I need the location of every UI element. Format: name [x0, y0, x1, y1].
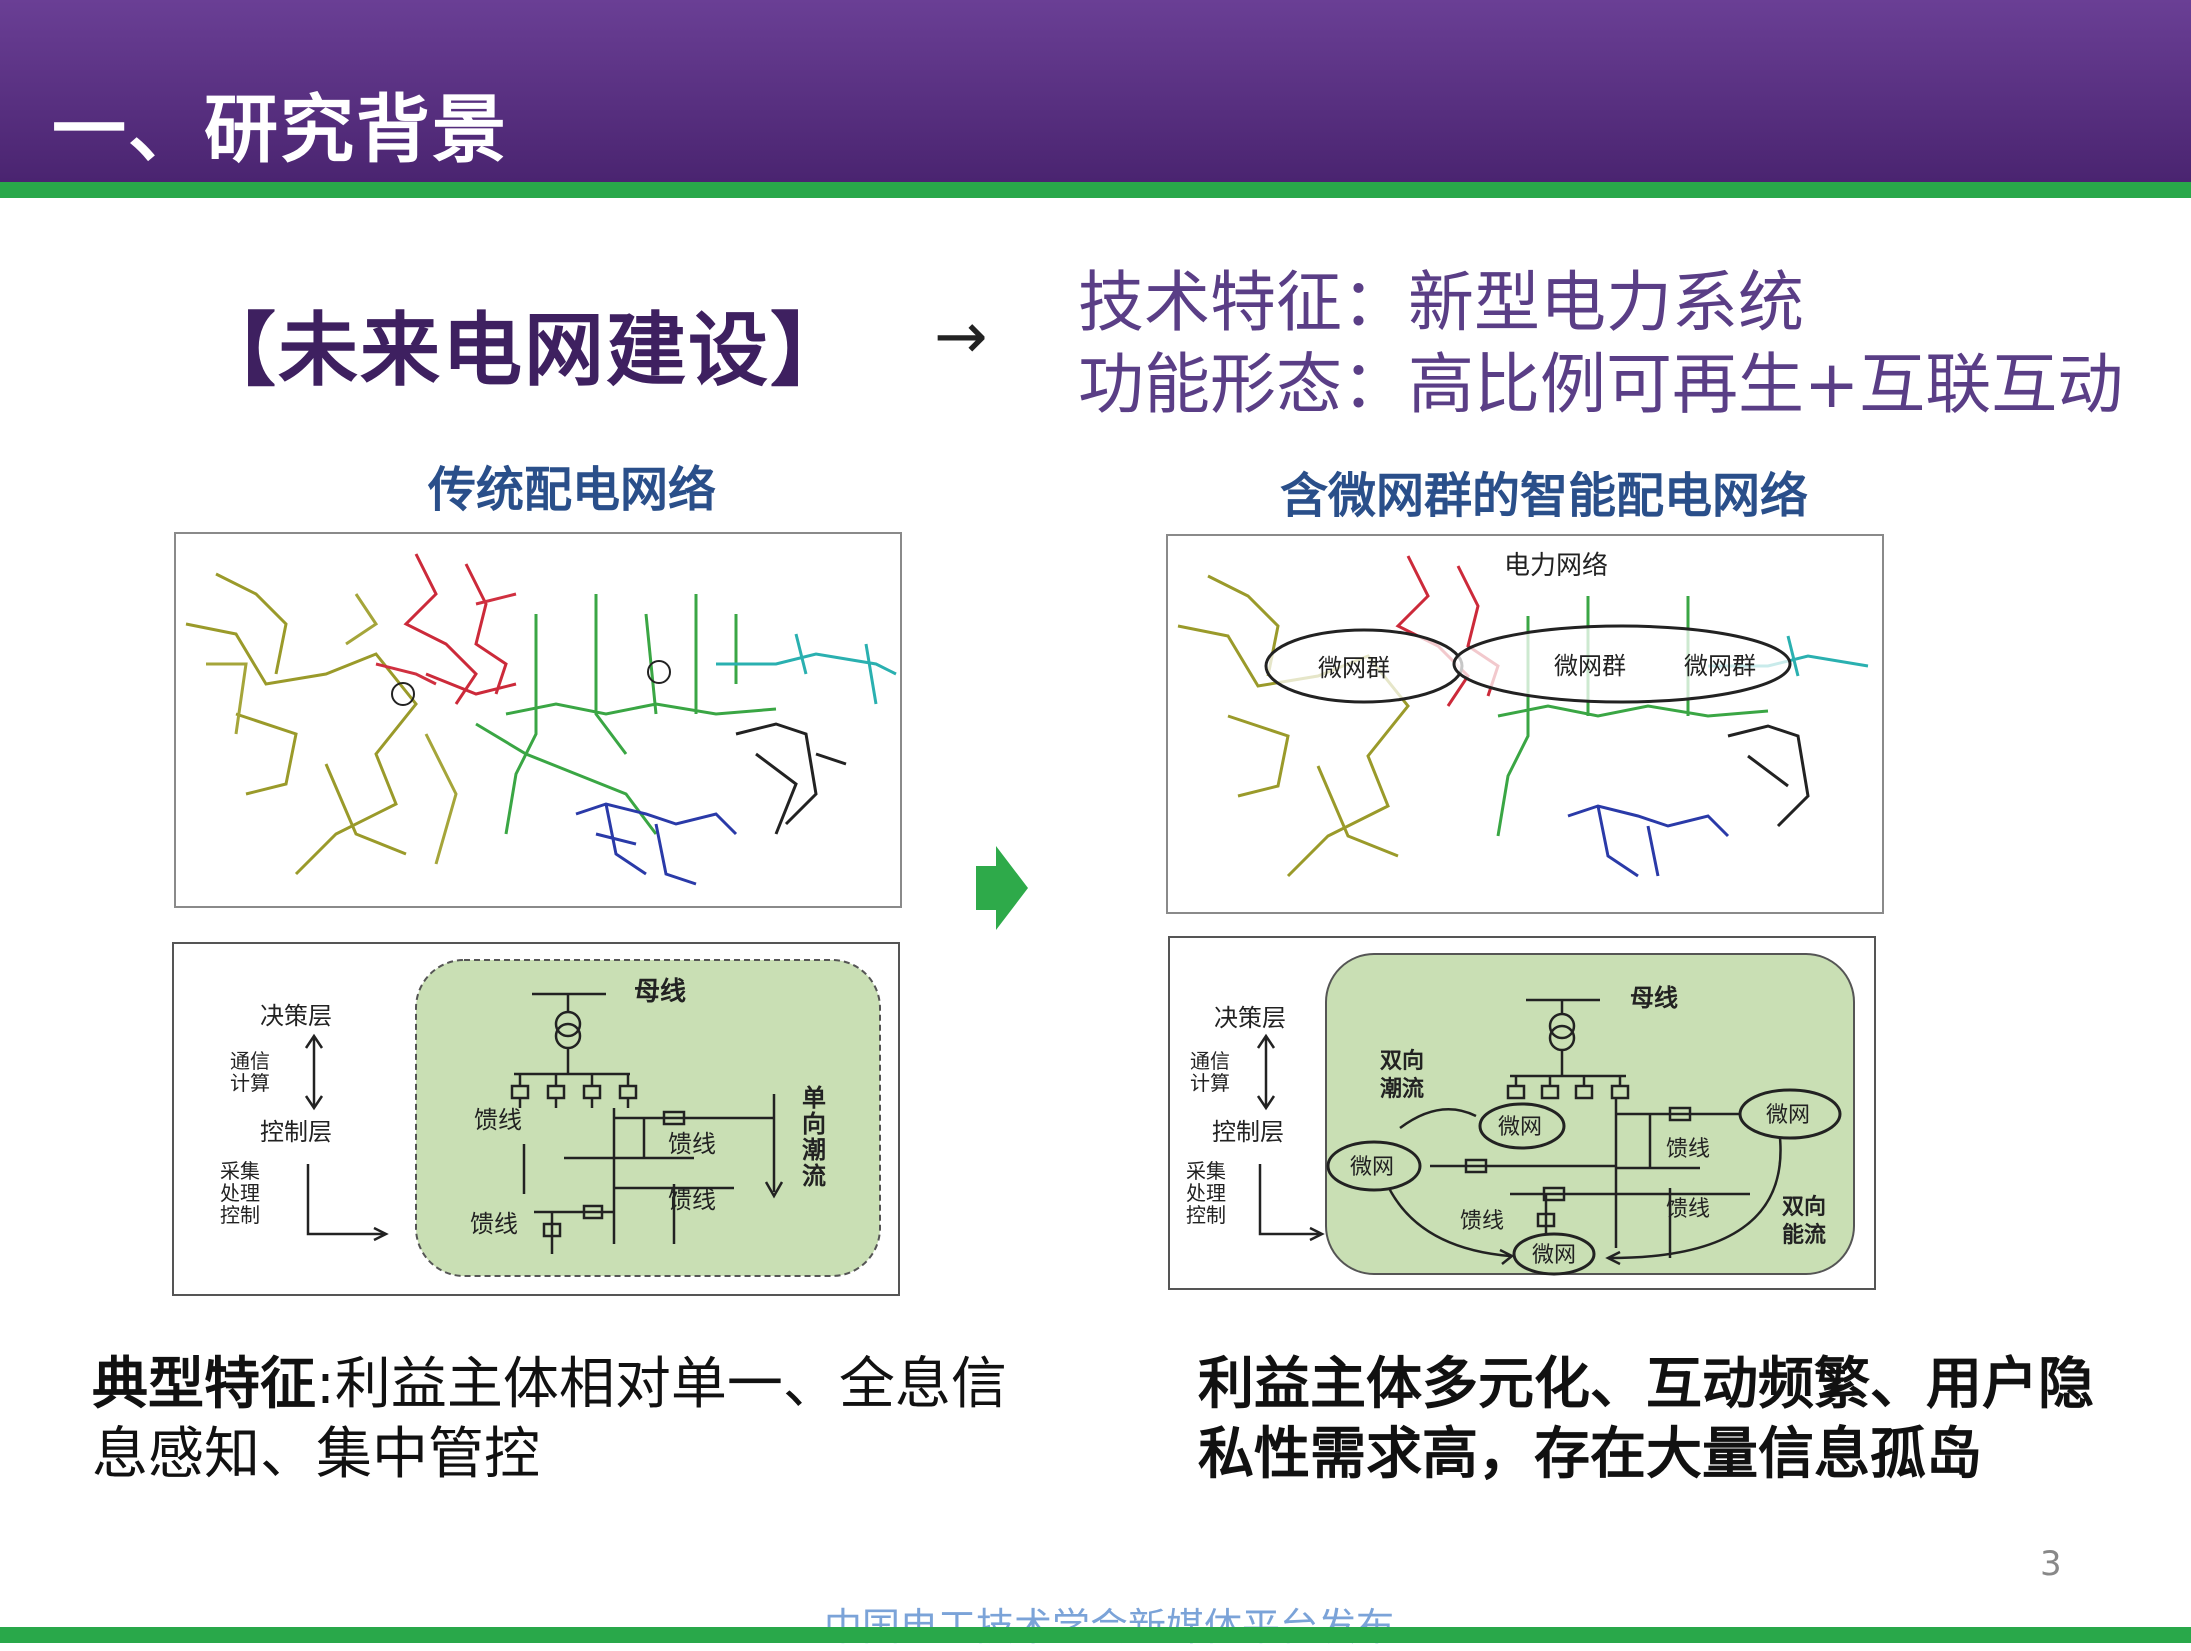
feeder-label: 馈线	[1666, 1197, 1710, 1222]
smart-network-caption: 含微网群的智能配电网络	[1280, 468, 1809, 524]
architecture-graphic: 决策层 通信 计算 控制层 采集 处理 控制 母线 双向 潮流 双向 能流 馈线…	[1186, 953, 1855, 1276]
smart-network-map: 电力网络 微网群 微网群 微网群	[1166, 534, 1884, 914]
flow-label: 潮	[802, 1136, 826, 1164]
tech-features: 技术特征：新型电力系统 功能形态：高比例可再生+互联互动	[1078, 262, 2123, 426]
microgrid-label: 微网	[1766, 1103, 1810, 1128]
slide-header: 一、研究背景	[0, 0, 2191, 182]
feeder-label: 馈线	[1460, 1209, 1504, 1234]
acquisition-label: 采集	[1186, 1159, 1226, 1183]
calc-label: 计算	[1190, 1071, 1230, 1095]
header-stripe	[0, 182, 2191, 198]
feeder-label: 馈线	[668, 1186, 716, 1214]
feeder-label: 馈线	[470, 1210, 518, 1238]
features-label: 典型特征	[92, 1352, 316, 1417]
features-description: :利益主体相对单一、全息信息感知、集中管控	[92, 1352, 1007, 1487]
comm-label: 通信	[1190, 1049, 1230, 1073]
feeder-label: 馈线	[668, 1130, 716, 1158]
decision-layer-label: 决策层	[1214, 1004, 1286, 1032]
traditional-network-map	[174, 532, 902, 908]
smart-architecture-diagram: 决策层 通信 计算 控制层 采集 处理 控制 母线 双向 潮流 双向 能流 馈线…	[1168, 936, 1876, 1290]
microgrid-label: 微网	[1532, 1243, 1576, 1268]
bidirectional-flow-label: 潮流	[1380, 1076, 1424, 1102]
microgrid-group-label: 微网群	[1684, 652, 1756, 680]
traditional-architecture-diagram: 决策层 通信 计算 控制层 采集 处理 控制 母线 馈线 馈线 馈线 馈线 单 …	[172, 942, 900, 1296]
architecture-graphic: 决策层 通信 计算 控制层 采集 处理 控制 母线 馈线 馈线 馈线 馈线 单 …	[220, 959, 881, 1277]
processing-label: 处理	[1186, 1181, 1226, 1205]
bus-label: 母线	[1630, 984, 1678, 1012]
future-grid-label: 【未来电网建设】	[196, 304, 852, 397]
microgrid-group-label: 微网群	[1554, 652, 1626, 680]
network-label: 电力网络	[1504, 551, 1608, 581]
footer-stripe	[0, 1627, 2191, 1643]
microgrid-group-ellipse	[1452, 624, 1792, 704]
control-label: 控制	[220, 1203, 260, 1227]
processing-label: 处理	[220, 1181, 260, 1205]
traditional-network-caption: 传统配电网络	[428, 462, 717, 518]
control-layer-label: 控制层	[260, 1118, 332, 1146]
acquisition-label: 采集	[220, 1159, 260, 1183]
bidirectional-flow-label: 双向	[1380, 1048, 1424, 1074]
green-arrow-icon	[976, 846, 1028, 930]
slide-title: 一、研究背景	[52, 87, 508, 173]
flow-label: 单	[802, 1084, 826, 1112]
feeder-label: 馈线	[474, 1106, 522, 1134]
decision-layer-label: 决策层	[260, 1002, 332, 1030]
feeder-label: 馈线	[1666, 1137, 1710, 1162]
traditional-features-text: 典型特征:利益主体相对单一、全息信息感知、集中管控	[92, 1350, 1052, 1490]
bidirectional-energy-label: 双向	[1782, 1194, 1826, 1220]
control-layer-label: 控制层	[1212, 1118, 1284, 1146]
flow-label: 流	[802, 1162, 826, 1190]
microgrid-label: 微网	[1350, 1155, 1394, 1180]
comm-label: 通信	[230, 1049, 270, 1073]
function-form-line: 功能形态：高比例可再生+互联互动	[1078, 346, 2124, 423]
network-map-graphic: 电力网络 微网群 微网群 微网群	[1177, 551, 1869, 878]
calc-label: 计算	[230, 1071, 270, 1095]
microgrid-label: 微网	[1498, 1115, 1542, 1140]
bus-label: 母线	[634, 977, 686, 1007]
microgrid-group-label: 微网群	[1318, 654, 1390, 682]
network-map-graphic	[185, 553, 897, 886]
control-label: 控制	[1186, 1203, 1226, 1227]
page-number: 3	[2040, 1544, 2062, 1584]
right-arrow-icon: →	[934, 300, 988, 374]
bidirectional-energy-label: 能流	[1782, 1222, 1826, 1248]
tech-feature-line: 技术特征：新型电力系统	[1078, 264, 1804, 341]
smart-features-text: 利益主体多元化、互动频繁、用户隐私性需求高，存在大量信息孤岛	[1198, 1352, 2094, 1487]
flow-label: 向	[802, 1110, 826, 1138]
